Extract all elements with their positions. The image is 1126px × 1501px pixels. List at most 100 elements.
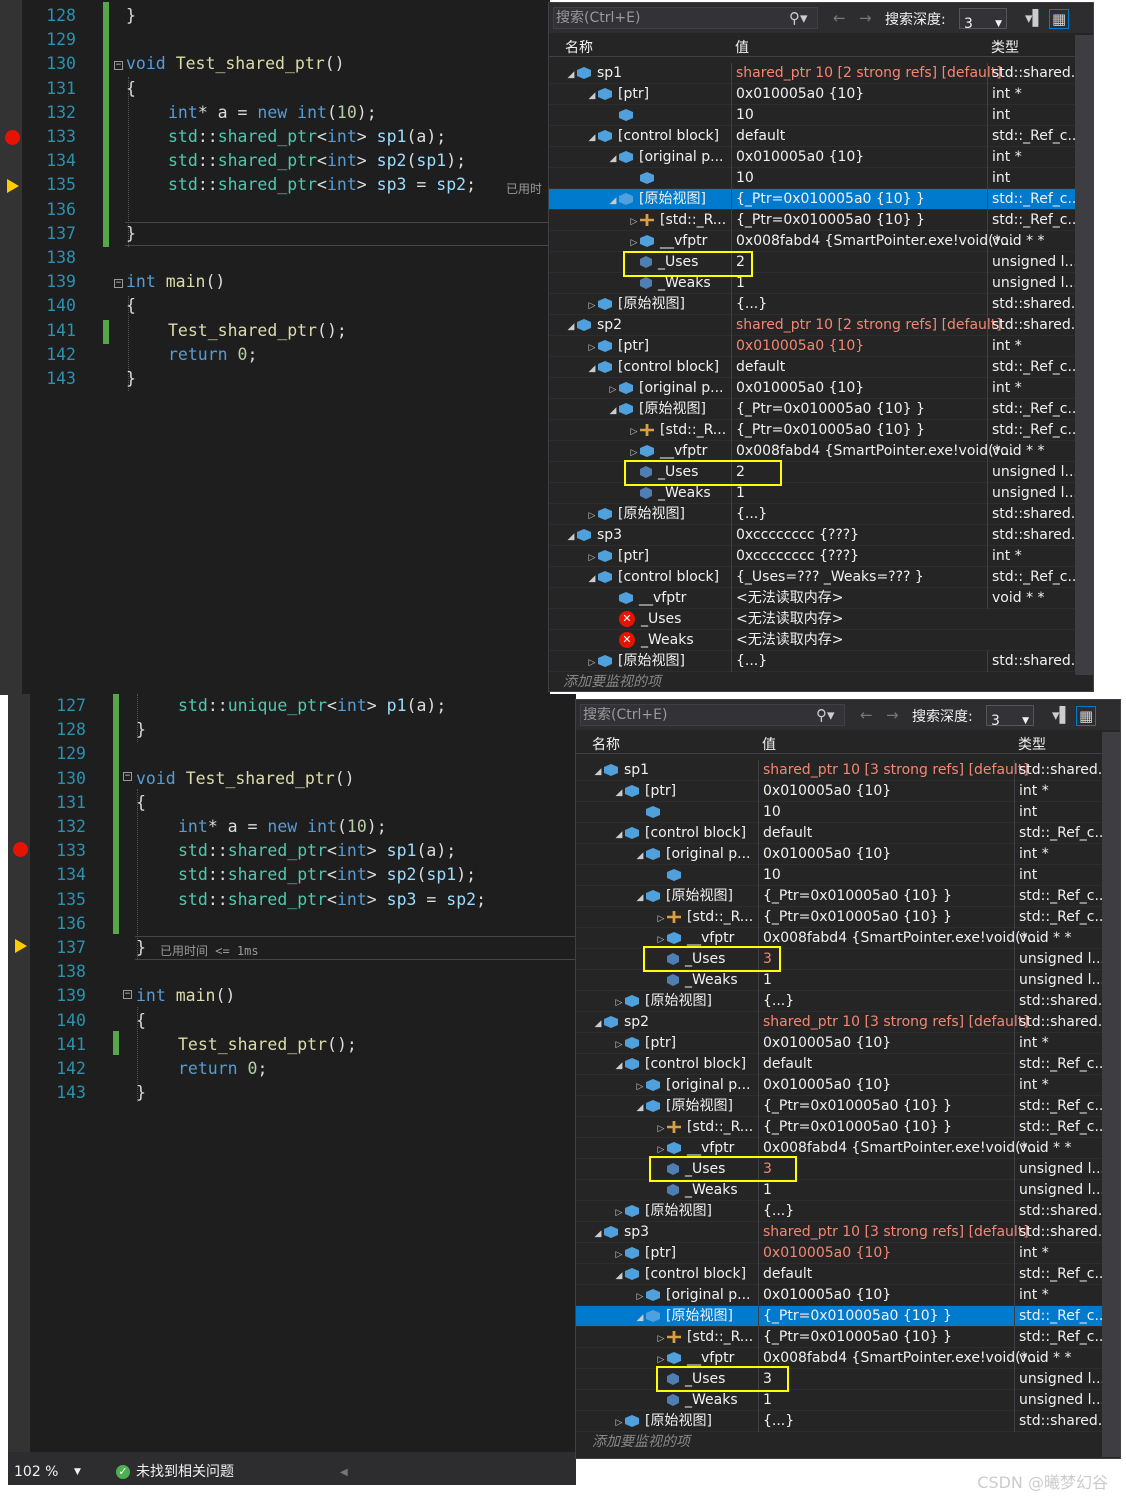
- expand-arrow-icon[interactable]: ▷: [588, 658, 596, 668]
- expand-arrow-icon[interactable]: ▷: [657, 1355, 665, 1365]
- collapse-icon[interactable]: −: [123, 989, 132, 999]
- collapse-arrow-icon[interactable]: ◢: [636, 1313, 644, 1323]
- watch-row[interactable]: ◢[原始视图]{_Ptr=0x010005a0 {10} }std::_Ref_…: [576, 1306, 1120, 1327]
- watch-value[interactable]: 1: [758, 970, 1014, 991]
- watch-value[interactable]: {_Ptr=0x010005a0 {10} }: [731, 399, 987, 420]
- bottom-indicator-margin[interactable]: [8, 694, 30, 1460]
- watch-row[interactable]: ▷[std::_R...{_Ptr=0x010005a0 {10} }std::…: [549, 420, 1093, 441]
- watch-value[interactable]: 0x010005a0 {10}: [758, 781, 1014, 802]
- watch-value[interactable]: 0x010005a0 {10}: [731, 378, 987, 399]
- watch-value[interactable]: 0x008fabd4 {SmartPointer.exe!void(*...: [758, 928, 1041, 949]
- expand-arrow-icon[interactable]: ▷: [630, 448, 638, 458]
- collapse-arrow-icon[interactable]: ◢: [588, 364, 596, 374]
- watch-value[interactable]: 2: [731, 462, 987, 483]
- watch-value[interactable]: 1: [731, 273, 987, 294]
- hex-display-icon[interactable]: ▦: [1049, 9, 1070, 29]
- expand-arrow-icon[interactable]: ▷: [588, 301, 596, 311]
- code-line[interactable]: 137}: [8, 936, 576, 960]
- column-value-header[interactable]: 值: [735, 40, 749, 56]
- column-name-header[interactable]: 名称: [592, 737, 620, 753]
- watch-value[interactable]: 1: [731, 483, 987, 504]
- code-line[interactable]: 138: [0, 246, 550, 270]
- expand-arrow-icon[interactable]: ▷: [657, 1124, 665, 1134]
- watch-row[interactable]: ▷[ptr]0x010005a0 {10}int *: [549, 336, 1093, 357]
- add-watch-row[interactable]: 添加要监视的项: [592, 1434, 690, 1450]
- watch-scrollbar[interactable]: [1102, 732, 1120, 1457]
- expand-arrow-icon[interactable]: ▷: [615, 1208, 623, 1218]
- watch-value[interactable]: {_Uses=??? _Weaks=??? }: [731, 567, 987, 588]
- collapse-arrow-icon[interactable]: ◢: [594, 1019, 602, 1029]
- collapse-arrow-icon[interactable]: ◢: [615, 788, 623, 798]
- watch-value[interactable]: 0xcccccccc {???}: [731, 546, 987, 567]
- collapse-arrow-icon[interactable]: ◢: [609, 154, 617, 164]
- column-type-header[interactable]: 类型: [1018, 737, 1046, 753]
- watch-row[interactable]: ▷[原始视图]{...}std::shared...: [549, 651, 1093, 672]
- expand-arrow-icon[interactable]: ▷: [636, 1292, 644, 1302]
- code-line[interactable]: 143}: [0, 367, 550, 391]
- code-line[interactable]: 131{: [8, 791, 576, 815]
- expand-arrow-icon[interactable]: ▷: [636, 1082, 644, 1092]
- zoom-dropdown-icon[interactable]: ▼: [74, 1467, 81, 1477]
- code-line[interactable]: 129: [8, 742, 576, 766]
- watch-value[interactable]: {_Ptr=0x010005a0 {10} }: [731, 420, 987, 441]
- collapse-arrow-icon[interactable]: ◢: [594, 1229, 602, 1239]
- collapse-icon[interactable]: −: [114, 60, 123, 70]
- collapse-arrow-icon[interactable]: ◢: [588, 574, 596, 584]
- watch-value[interactable]: 0x010005a0 {10}: [758, 1075, 1014, 1096]
- watch-value[interactable]: <无法读取内存>: [731, 609, 987, 630]
- watch-value[interactable]: {_Ptr=0x010005a0 {10} }: [758, 1306, 1014, 1327]
- watch-row[interactable]: ▷[ptr]0x010005a0 {10}int *: [576, 1033, 1120, 1054]
- watch-value[interactable]: default: [758, 823, 1014, 844]
- code-line[interactable]: 143}: [8, 1081, 576, 1105]
- expand-arrow-icon[interactable]: ▷: [588, 553, 596, 563]
- watch-value[interactable]: {_Ptr=0x010005a0 {10} }: [758, 907, 1014, 928]
- collapse-arrow-icon[interactable]: ◢: [636, 851, 644, 861]
- code-line[interactable]: 137}: [0, 222, 550, 246]
- search-input[interactable]: 搜索(Ctrl+E): [553, 7, 818, 29]
- code-line[interactable]: 129: [0, 28, 550, 52]
- expand-arrow-icon[interactable]: ▷: [657, 935, 665, 945]
- watch-value[interactable]: {_Ptr=0x010005a0 {10} }: [758, 1096, 1014, 1117]
- watch-row[interactable]: ▷[std::_R...{_Ptr=0x010005a0 {10} }std::…: [576, 907, 1120, 928]
- forward-arrow-icon[interactable]: →: [859, 9, 872, 27]
- watch-value[interactable]: {...}: [758, 1411, 1014, 1432]
- code-line[interactable]: 128}: [8, 718, 576, 742]
- expand-arrow-icon[interactable]: ▷: [630, 427, 638, 437]
- watch-value[interactable]: 2: [731, 252, 987, 273]
- watch-value[interactable]: default: [731, 357, 987, 378]
- watch-row[interactable]: ▷[原始视图]{...}std::shared...: [576, 1411, 1120, 1432]
- collapse-arrow-icon[interactable]: ◢: [609, 196, 617, 206]
- watch-value[interactable]: 3: [758, 949, 1014, 970]
- watch-value[interactable]: shared_ptr 10 [2 strong refs] [default]: [731, 63, 1002, 84]
- watch-row[interactable]: ▷[std::_R...{_Ptr=0x010005a0 {10} }std::…: [576, 1117, 1120, 1138]
- watch-row[interactable]: __vfptr<无法读取内存>void * *: [549, 588, 1093, 609]
- expand-arrow-icon[interactable]: ▷: [615, 1418, 623, 1428]
- watch-value[interactable]: 0x008fabd4 {SmartPointer.exe!void(*...: [731, 441, 1014, 462]
- watch-row[interactable]: ▷[std::_R...{_Ptr=0x010005a0 {10} }std::…: [576, 1327, 1120, 1348]
- collapse-arrow-icon[interactable]: ◢: [636, 893, 644, 903]
- back-arrow-icon[interactable]: ←: [860, 706, 873, 724]
- watch-value[interactable]: 0x010005a0 {10}: [758, 1033, 1014, 1054]
- watch-value[interactable]: 0x010005a0 {10}: [731, 147, 987, 168]
- watch-row[interactable]: ◢[原始视图]{_Ptr=0x010005a0 {10} }std::_Ref_…: [576, 1096, 1120, 1117]
- watch-row[interactable]: ▷[original p...0x010005a0 {10}int *: [576, 1285, 1120, 1306]
- watch-value[interactable]: {...}: [758, 991, 1014, 1012]
- watch-value[interactable]: 3: [758, 1369, 1014, 1390]
- watch-value[interactable]: {...}: [731, 651, 987, 672]
